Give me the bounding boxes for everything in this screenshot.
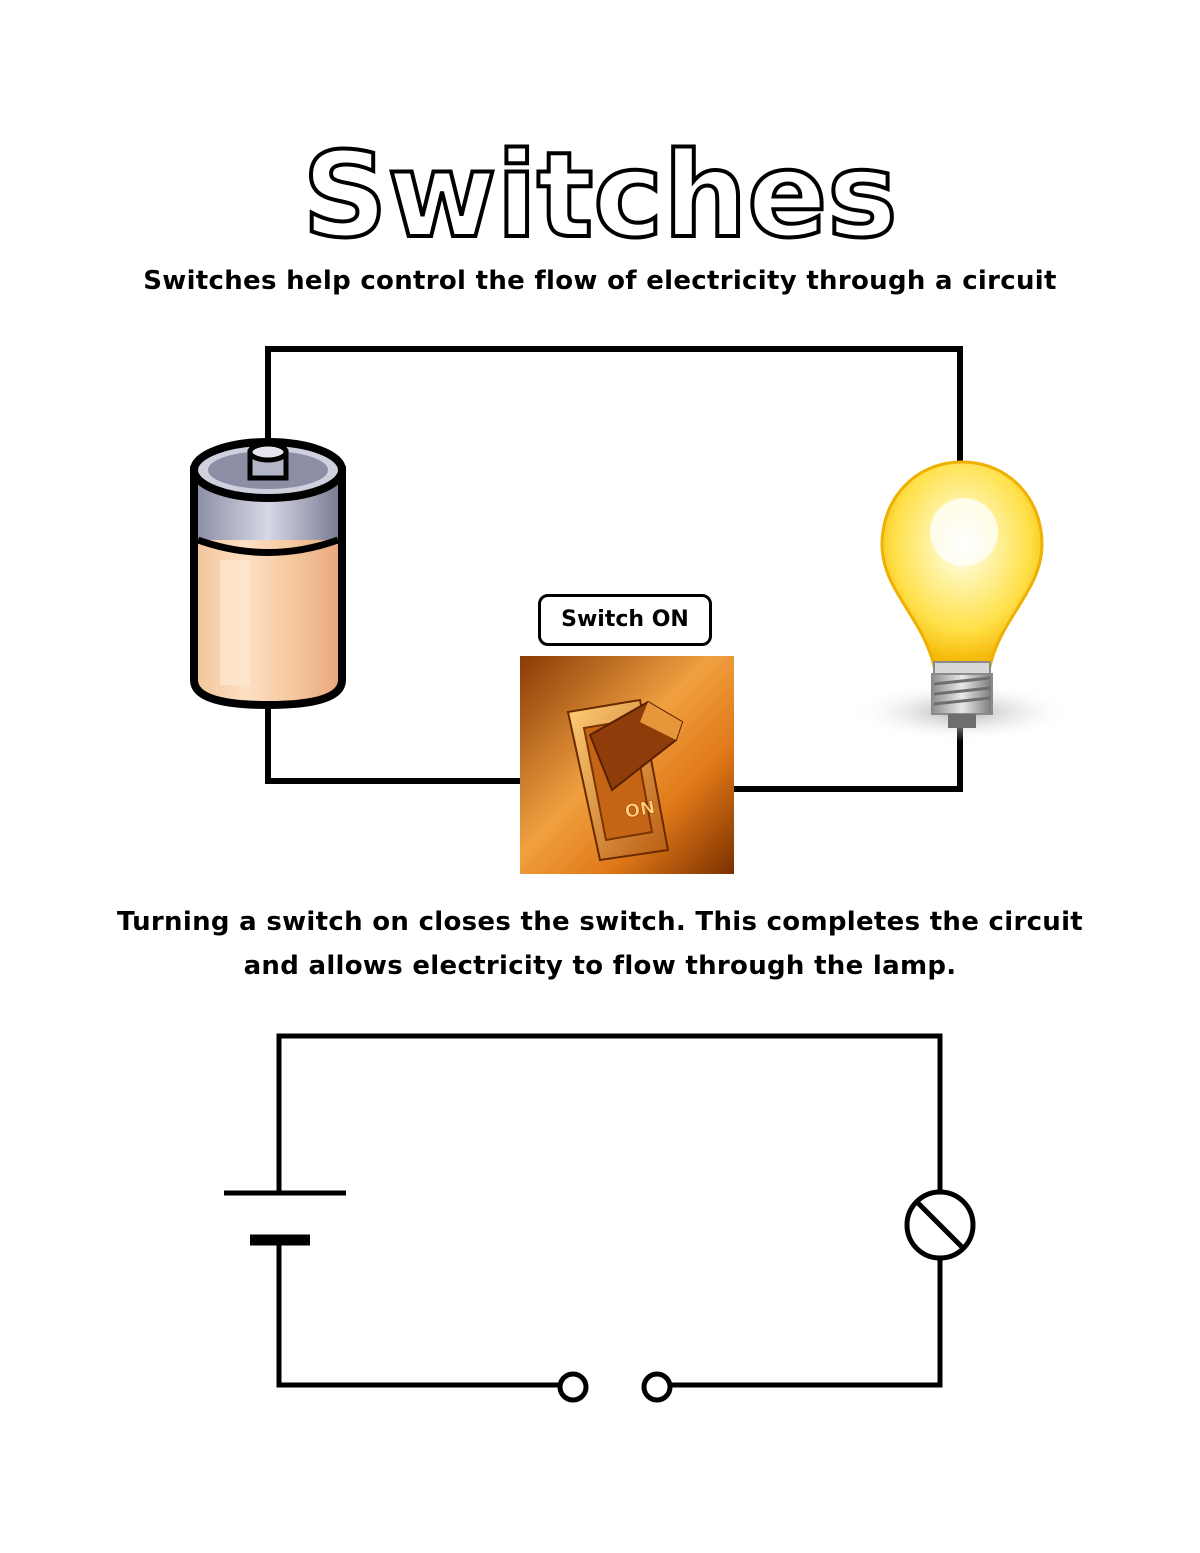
switch-photo: ON [520, 656, 734, 874]
page-title: Switches [300, 124, 899, 260]
schematic-circuit [224, 1033, 976, 1403]
bottom-left-wire [265, 676, 534, 784]
top-wire [265, 346, 963, 478]
caption-line-1: Turning a switch on closes the switch. T… [116, 907, 1084, 937]
lamp-symbol-filament [914, 1199, 966, 1251]
subtitle: Switches help control the flow of electr… [143, 266, 1057, 296]
lamp-symbol [904, 1189, 976, 1261]
switch-terminal-left [557, 1371, 589, 1403]
light-bulb-image [850, 460, 1074, 742]
switch-terminal-right [641, 1371, 673, 1403]
caption-line-2: and allows electricity to flow through t… [243, 951, 957, 981]
schematic-wire-left-bottom [276, 1240, 560, 1388]
caption: Turning a switch on closes the switch. T… [0, 900, 1200, 988]
battery-image [190, 438, 346, 710]
schematic-wire-right-bottom [671, 1258, 943, 1388]
title-text: Switches [302, 126, 897, 260]
schematic-wire-left-top [276, 1033, 943, 1193]
switch-on-label: Switch ON [538, 594, 712, 646]
